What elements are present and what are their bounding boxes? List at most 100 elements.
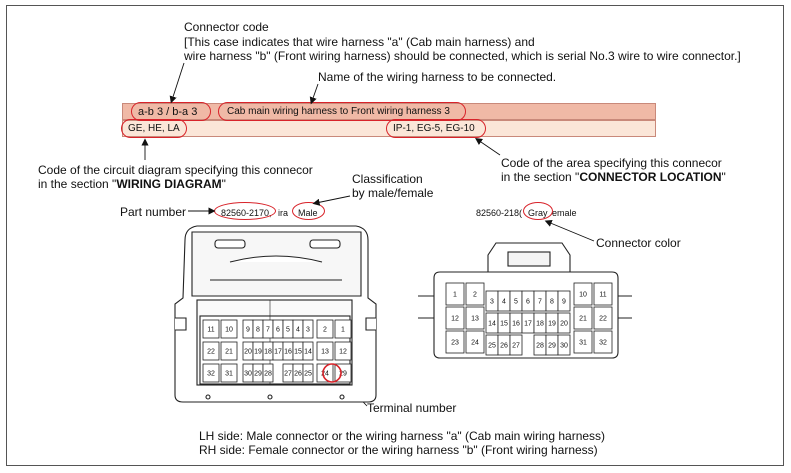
connector-code-arrow: [169, 62, 185, 104]
terminal-cell: [334, 319, 352, 339]
terminal-number: 3: [306, 327, 310, 334]
terminal-cell: [573, 306, 593, 330]
harness-name: Cab main wiring harness to Front wiring …: [227, 106, 450, 117]
gender-highlight: [292, 202, 325, 220]
terminal-number: 21: [225, 349, 233, 356]
terminal-number: 27: [512, 343, 520, 350]
terminal-number: 15: [500, 321, 508, 328]
circuit-code-desc-2: in the section "WIRING DIAGRAM": [38, 177, 226, 191]
terminal-29-highlight: [322, 363, 342, 383]
terminal-number: 31: [579, 340, 587, 347]
circuit-codes-highlight: [121, 119, 187, 138]
terminal-number-label: Terminal number: [367, 401, 457, 415]
terminal-number: 31: [225, 371, 233, 378]
terminal-number: 1: [341, 327, 345, 334]
footer-rh-side: RH side: Female connector or the wiring …: [199, 443, 598, 457]
terminal-cell: [220, 363, 238, 383]
connector-code-title: Connector code: [184, 20, 269, 34]
terminal-number: 16: [512, 321, 520, 328]
terminal-number: 29: [339, 371, 347, 378]
terminal-number: 2: [473, 292, 477, 299]
terminal-number: 22: [599, 316, 607, 323]
terminal-cell: [262, 363, 274, 383]
terminal-cell: [334, 341, 352, 361]
connector-header-band: [122, 103, 656, 120]
terminal-number: 3: [490, 299, 494, 306]
area-code-desc-1: Code of the area specifying this conneco…: [501, 156, 722, 170]
terminal-cell: [573, 282, 593, 306]
area-codes-highlight: [386, 119, 486, 138]
terminal-cell: [302, 341, 314, 361]
terminal-number: 18: [536, 321, 544, 328]
terminal-number: 29: [254, 371, 262, 378]
terminal-number: 8: [550, 299, 554, 306]
terminal-number: 4: [502, 299, 506, 306]
terminal-cell: [202, 319, 220, 339]
terminal-cell: [316, 319, 334, 339]
terminal-number: 28: [264, 371, 272, 378]
terminal-number: 6: [526, 299, 530, 306]
terminal-cell: [302, 363, 314, 383]
terminal-number: 14: [304, 349, 312, 356]
terminal-number: 22: [207, 349, 215, 356]
terminal-number: 24: [471, 340, 479, 347]
left-part-number-tail: ira: [278, 208, 289, 218]
terminal-cell: [445, 330, 465, 354]
connector-code-desc-2: wire harness "b" (Front wiring harness) …: [184, 49, 741, 63]
terminal-number: 23: [451, 340, 459, 347]
harness-name-arrow: [309, 83, 319, 105]
area-codes: IP-1, EG-5, EG-10: [393, 123, 475, 134]
terminal-cell: [465, 330, 485, 354]
area-code-desc-2: in the section "CONNECTOR LOCATION": [501, 170, 726, 184]
connector-color-arrow: [544, 220, 595, 242]
terminal-number: 6: [276, 327, 280, 334]
classification-label-1: Classification: [352, 172, 423, 186]
terminal-number: 19: [254, 349, 262, 356]
terminal-number: 32: [599, 340, 607, 347]
connector-code-desc-1: [This case indicates that wire harness "…: [184, 35, 535, 49]
terminal-number: 26: [294, 371, 302, 378]
terminal-number: 2: [323, 327, 327, 334]
terminal-number: 21: [579, 316, 587, 323]
terminal-cell: [302, 319, 314, 339]
terminal-cell: [202, 363, 220, 383]
terminal-number: 7: [266, 327, 270, 334]
terminal-number: 24: [321, 371, 329, 378]
connector-color-highlight: [523, 202, 553, 220]
terminal-number: 11: [207, 327, 214, 334]
terminal-number: 17: [524, 321, 532, 328]
terminal-cell: [557, 334, 571, 356]
terminal-number: 20: [560, 321, 568, 328]
terminal-number: 14: [488, 321, 496, 328]
connector-color-label: Connector color: [596, 236, 681, 250]
classification-arrow: [312, 195, 351, 206]
terminal-cell: [316, 363, 334, 383]
terminal-number: 16: [284, 349, 292, 356]
terminal-number: 9: [562, 299, 566, 306]
terminal-number: 7: [538, 299, 542, 306]
terminal-number: 10: [579, 292, 587, 299]
terminal-cell: [557, 312, 571, 334]
terminal-cell: [593, 330, 613, 354]
classification-label-2: by male/female: [352, 186, 434, 200]
terminal-number: 26: [500, 343, 508, 350]
terminal-number: 13: [471, 316, 479, 323]
connector-code: a-b 3 / b-a 3: [138, 106, 198, 118]
terminal-number: 9: [246, 327, 250, 334]
terminal-cell: [573, 330, 593, 354]
terminal-number: 28: [536, 343, 544, 350]
diagram-frame: [6, 5, 784, 466]
terminal-number: 15: [294, 349, 302, 356]
terminal-cell: [465, 306, 485, 330]
terminal-number: 27: [284, 371, 292, 378]
terminal-number: 12: [451, 316, 459, 323]
terminal-number: 4: [296, 327, 300, 334]
terminal-cell: [445, 282, 465, 306]
terminal-number: 17: [274, 349, 282, 356]
terminal-number: 30: [560, 343, 568, 350]
terminal-number: 18: [264, 349, 272, 356]
harness-name-highlight: [218, 102, 466, 121]
